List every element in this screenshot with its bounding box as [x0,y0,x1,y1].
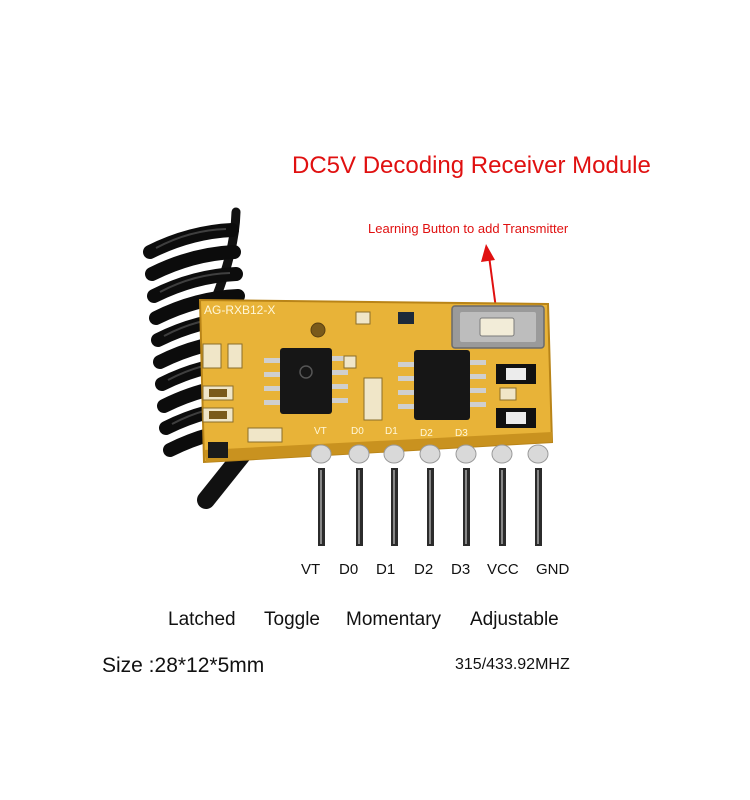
frequency-spec: 315/433.92MHZ [455,656,570,673]
silk-label-d2: D2 [420,428,433,439]
decoder-chip-right [398,350,486,420]
mode-latched: Latched [168,609,236,630]
board-model-text: AG-RXB12-X [204,303,275,317]
pin-label-vt: VT [301,561,321,578]
header-pins [318,468,542,546]
learning-button [451,305,545,349]
pin-label-d0: D0 [339,561,359,578]
silk-label-vt: VT [314,426,327,437]
pin-label-d2: D2 [414,561,434,578]
smd-components [202,311,536,458]
page-title: DC5V Decoding Receiver Module [292,152,651,179]
silk-label-d3: D3 [455,428,468,439]
pcb-board: AG-RXB12-X VT D0 D1 D2 D3 [198,298,554,464]
size-spec: Size :28*12*5mm [102,654,265,677]
mode-momentary: Momentary [346,609,442,630]
callout-label: Learning Button to add Transmitter [368,221,569,236]
mode-toggle: Toggle [264,609,320,630]
decoder-chip-left [264,348,348,414]
mode-adjustable: Adjustable [470,609,559,630]
pin-label-vcc: VCC [487,561,519,578]
pin-label-gnd: GND [536,561,570,578]
pin-label-d3: D3 [451,561,471,578]
silk-label-d1: D1 [385,426,398,437]
silk-label-d0: D0 [351,426,364,437]
pin-label-d1: D1 [376,561,396,578]
